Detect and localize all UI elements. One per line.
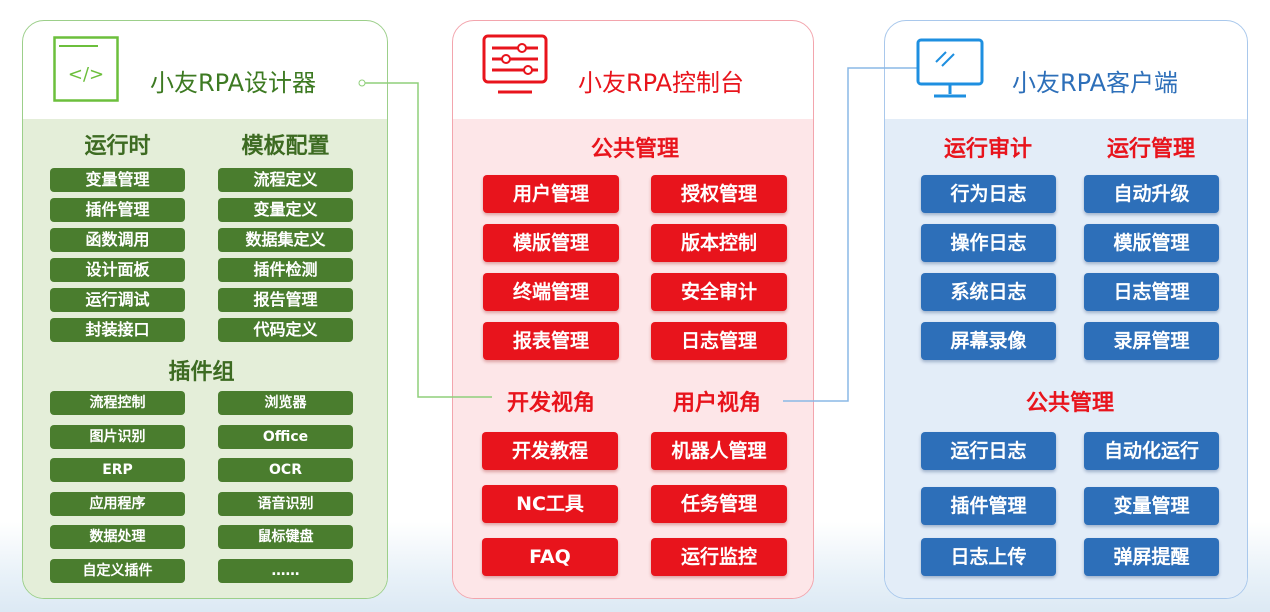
console-item[interactable]: 授权管理 bbox=[651, 175, 787, 213]
console-item[interactable]: 日志管理 bbox=[651, 322, 787, 360]
code-window-icon: </> bbox=[53, 36, 119, 102]
control-panel-icon bbox=[482, 34, 548, 94]
runtime-heading: 运行时 bbox=[84, 134, 151, 159]
plugin-item[interactable]: 自定义插件 bbox=[50, 558, 185, 583]
dev-item[interactable]: 开发教程 bbox=[482, 432, 618, 470]
manage-item[interactable]: 录屏管理 bbox=[1084, 322, 1219, 360]
client-title: 小友RPA客户端 bbox=[1012, 69, 1179, 97]
user-item[interactable]: 运行监控 bbox=[651, 538, 787, 576]
template-item[interactable]: 插件检测 bbox=[218, 258, 353, 282]
manage-heading: 运行管理 bbox=[1106, 137, 1195, 162]
client-public-item[interactable]: 自动化运行 bbox=[1084, 432, 1219, 470]
user-view-heading: 用户视角 bbox=[672, 391, 761, 416]
client-public-item[interactable]: 插件管理 bbox=[921, 487, 1056, 525]
plugin-item[interactable]: 图片识别 bbox=[50, 424, 185, 449]
console-item[interactable]: 终端管理 bbox=[483, 273, 619, 311]
client-public-item[interactable]: 弹屏提醒 bbox=[1084, 538, 1219, 576]
console-item[interactable]: 报表管理 bbox=[483, 322, 619, 360]
audit-item[interactable]: 行为日志 bbox=[921, 175, 1056, 213]
client-public-item[interactable]: 日志上传 bbox=[921, 538, 1056, 576]
runtime-item[interactable]: 设计面板 bbox=[50, 258, 185, 282]
plugin-item[interactable]: 流程控制 bbox=[50, 391, 185, 415]
console-item[interactable]: 用户管理 bbox=[483, 175, 619, 213]
console-item[interactable]: 版本控制 bbox=[651, 224, 787, 262]
runtime-item[interactable]: 函数调用 bbox=[50, 228, 185, 252]
template-item[interactable]: 代码定义 bbox=[218, 318, 353, 342]
console-public-heading: 公共管理 bbox=[590, 137, 679, 162]
dev-item[interactable]: FAQ bbox=[482, 538, 618, 576]
client-public-heading: 公共管理 bbox=[1025, 391, 1114, 416]
console-item[interactable]: 模版管理 bbox=[483, 224, 619, 262]
audit-item[interactable]: 屏幕录像 bbox=[921, 322, 1056, 360]
manage-item[interactable]: 模版管理 bbox=[1084, 224, 1219, 262]
user-item[interactable]: 任务管理 bbox=[651, 485, 787, 523]
plugin-item[interactable]: Office bbox=[218, 424, 353, 449]
template-heading: 模板配置 bbox=[241, 134, 330, 159]
template-item[interactable]: 变量定义 bbox=[218, 198, 353, 222]
template-item[interactable]: 流程定义 bbox=[218, 168, 353, 192]
plugin-item[interactable]: 数据处理 bbox=[50, 525, 185, 549]
dev-item[interactable]: NC工具 bbox=[482, 485, 618, 523]
plugin-item[interactable]: OCR bbox=[218, 458, 353, 482]
manage-item[interactable]: 自动升级 bbox=[1084, 175, 1219, 213]
plugin-item[interactable]: 浏览器 bbox=[218, 391, 353, 415]
plugin-item[interactable]: ERP bbox=[50, 458, 185, 482]
audit-item[interactable]: 系统日志 bbox=[921, 273, 1056, 311]
plugin-item[interactable]: 应用程序 bbox=[50, 491, 185, 516]
plugin-item[interactable]: 鼠标键盘 bbox=[218, 525, 353, 549]
runtime-item[interactable]: 封装接口 bbox=[50, 318, 185, 342]
monitor-icon bbox=[916, 38, 984, 98]
audit-item[interactable]: 操作日志 bbox=[921, 224, 1056, 262]
console-item[interactable]: 安全审计 bbox=[651, 273, 787, 311]
client-public-item[interactable]: 变量管理 bbox=[1084, 487, 1219, 525]
user-item[interactable]: 机器人管理 bbox=[651, 432, 787, 470]
svg-text:</>: </> bbox=[68, 64, 104, 85]
manage-item[interactable]: 日志管理 bbox=[1084, 273, 1219, 311]
runtime-item[interactable]: 变量管理 bbox=[50, 168, 185, 192]
dev-view-heading: 开发视角 bbox=[506, 391, 595, 416]
runtime-item[interactable]: 运行调试 bbox=[50, 288, 185, 312]
plugin-item[interactable]: 语音识别 bbox=[218, 491, 353, 516]
client-public-item[interactable]: 运行日志 bbox=[921, 432, 1056, 470]
console-title: 小友RPA控制台 bbox=[578, 69, 745, 97]
template-item[interactable]: 报告管理 bbox=[218, 288, 353, 312]
plugins-heading: 插件组 bbox=[168, 360, 235, 385]
plugin-item[interactable]: …… bbox=[218, 558, 353, 583]
designer-title: 小友RPA设计器 bbox=[150, 69, 317, 97]
template-item[interactable]: 数据集定义 bbox=[218, 228, 353, 252]
audit-heading: 运行审计 bbox=[943, 137, 1032, 162]
runtime-item[interactable]: 插件管理 bbox=[50, 198, 185, 222]
